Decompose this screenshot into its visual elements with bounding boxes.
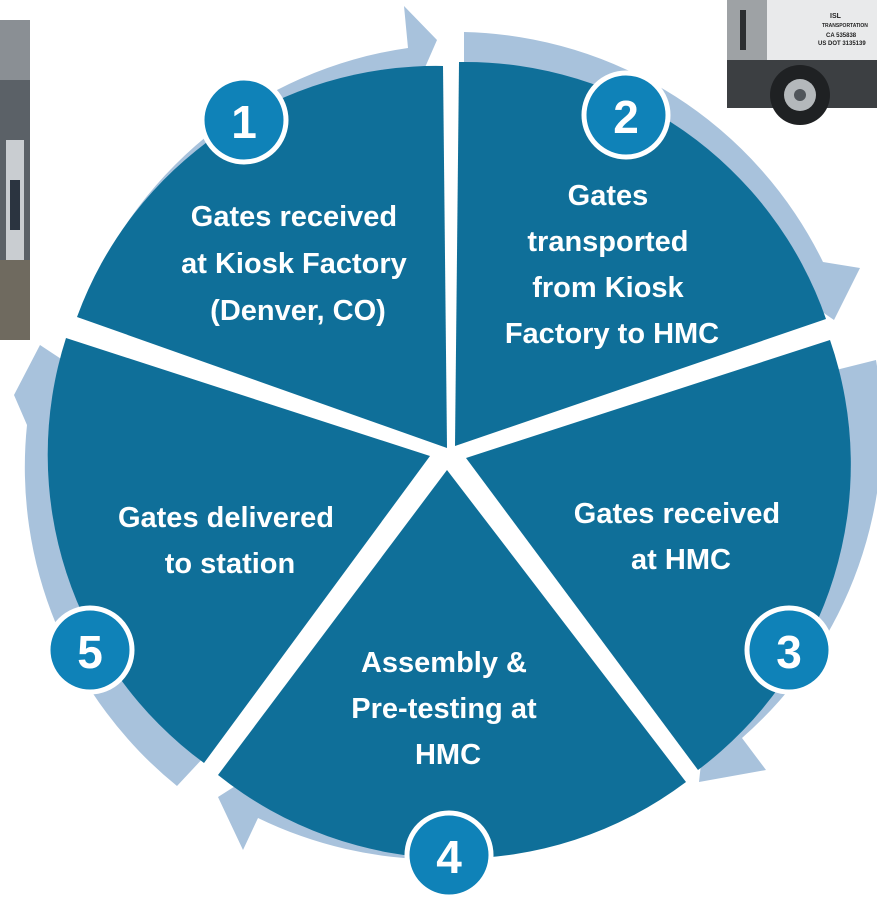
step-3-number: 3: [776, 626, 802, 678]
segment-4: [218, 470, 686, 859]
step-5-number: 5: [77, 626, 103, 678]
segment-2: [455, 61, 826, 446]
step-5-badge: 5: [45, 605, 135, 695]
number-badges: 1 2 3 4 5: [45, 70, 834, 900]
step-4-label: Assembly & Pre-testing at HMC: [351, 647, 544, 771]
step-4-badge: 4: [404, 810, 494, 900]
factory-photo: [0, 20, 30, 340]
step-1-number: 1: [231, 96, 257, 148]
step-3-badge: 3: [744, 605, 834, 695]
step-1-label: Gates received at Kiosk Factory (Denver,…: [181, 201, 415, 327]
step-1-badge: 1: [199, 75, 289, 165]
truck-text-1: ISL: [830, 13, 842, 20]
step-labels: Gates received at Kiosk Factory (Denver,…: [118, 180, 788, 771]
truck-text-3: CA 535838: [826, 33, 857, 39]
truck-text-2: TRANSPORTATION: [822, 23, 868, 29]
truck-photo: ISL TRANSPORTATION CA 535838 US DOT 3135…: [727, 0, 877, 125]
step-5-label: Gates delivered to station: [118, 502, 342, 580]
step-2-number: 2: [613, 91, 639, 143]
segment-1: [77, 65, 447, 449]
step-3-label: Gates received at HMC: [574, 498, 788, 576]
segment-5: [47, 338, 430, 763]
step-2-label: Gates transported from Kiosk Factory to …: [505, 180, 719, 350]
truck-text-4: US DOT 3135139: [818, 41, 866, 47]
step-2-badge: 2: [581, 70, 671, 160]
step-4-number: 4: [436, 831, 462, 883]
